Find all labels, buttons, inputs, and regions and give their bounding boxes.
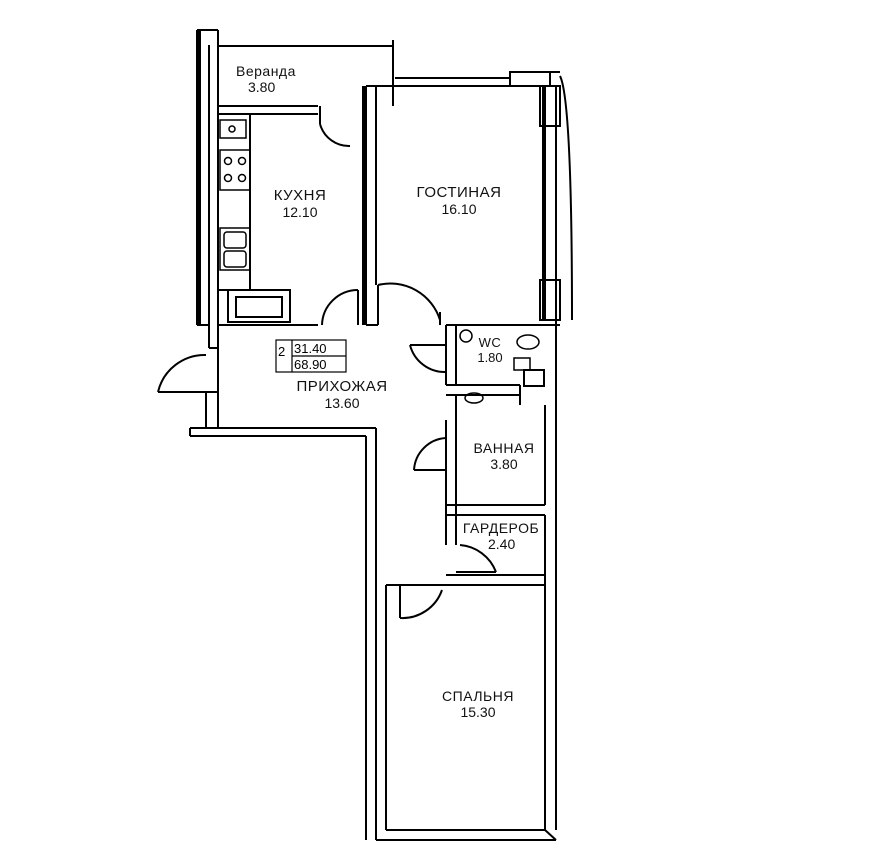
stove <box>219 119 251 191</box>
room-area: 2.40 <box>488 536 516 553</box>
room-name: КУХНЯ <box>273 187 327 204</box>
living-door <box>377 282 441 325</box>
hall-walls <box>189 348 376 840</box>
total-area: 68.90 <box>294 357 327 372</box>
bedroom-door <box>399 585 443 620</box>
apartment-info-box <box>275 339 347 373</box>
room-area: 16.10 <box>441 201 477 218</box>
room-bathroom: ВАННАЯ 3.80 <box>464 440 544 472</box>
kitchen-living-wall <box>365 85 395 326</box>
room-name: WC <box>478 335 502 350</box>
bedroom-walls <box>375 428 557 841</box>
room-veranda: Веранда 3.80 <box>236 63 296 95</box>
toilet <box>459 329 540 371</box>
room-name: ГОСТИНАЯ <box>416 184 502 201</box>
room-name: Веранда <box>236 63 296 79</box>
room-name: СПАЛЬНЯ <box>442 688 514 704</box>
room-bedroom: СПАЛЬНЯ 15.30 <box>428 688 528 720</box>
room-area: 3.80 <box>248 79 276 96</box>
room-name: ПРИХОЖАЯ <box>296 378 388 395</box>
room-wardrobe: ГАРДЕРОБ 2.40 <box>458 520 544 552</box>
room-wc: WC 1.80 <box>470 335 510 366</box>
room-hall: ПРИХОЖАЯ 13.60 <box>284 378 400 411</box>
wall-fills <box>197 30 546 325</box>
room-count: 2 <box>278 344 286 359</box>
room-living: ГОСТИНАЯ 16.10 <box>404 184 514 217</box>
room-name: ВАННАЯ <box>473 440 535 456</box>
bathroom-door <box>413 437 447 471</box>
living-area: 31.40 <box>294 341 327 356</box>
entrance-door <box>157 353 207 393</box>
apartment-info: 2 31.40 68.90 <box>276 340 346 372</box>
kitchen-sink <box>219 227 251 271</box>
veranda-outline <box>218 40 394 115</box>
room-area: 12.10 <box>282 204 318 221</box>
wardrobe-door <box>456 544 497 573</box>
bath-sink <box>464 392 484 404</box>
room-area: 13.60 <box>324 395 360 412</box>
bathroom-walls <box>445 325 557 506</box>
kitchen-door <box>321 289 359 326</box>
veranda-door <box>319 106 351 148</box>
room-name: ГАРДЕРОБ <box>462 520 540 536</box>
room-kitchen: КУХНЯ 12.10 <box>260 187 340 220</box>
room-area: 3.80 <box>490 456 518 473</box>
living-top-wall <box>395 71 560 87</box>
wc-walls <box>445 324 560 405</box>
wardrobe-walls <box>445 505 546 585</box>
wc-door <box>409 344 447 374</box>
room-area: 1.80 <box>477 349 503 365</box>
room-area: 15.30 <box>460 704 496 721</box>
